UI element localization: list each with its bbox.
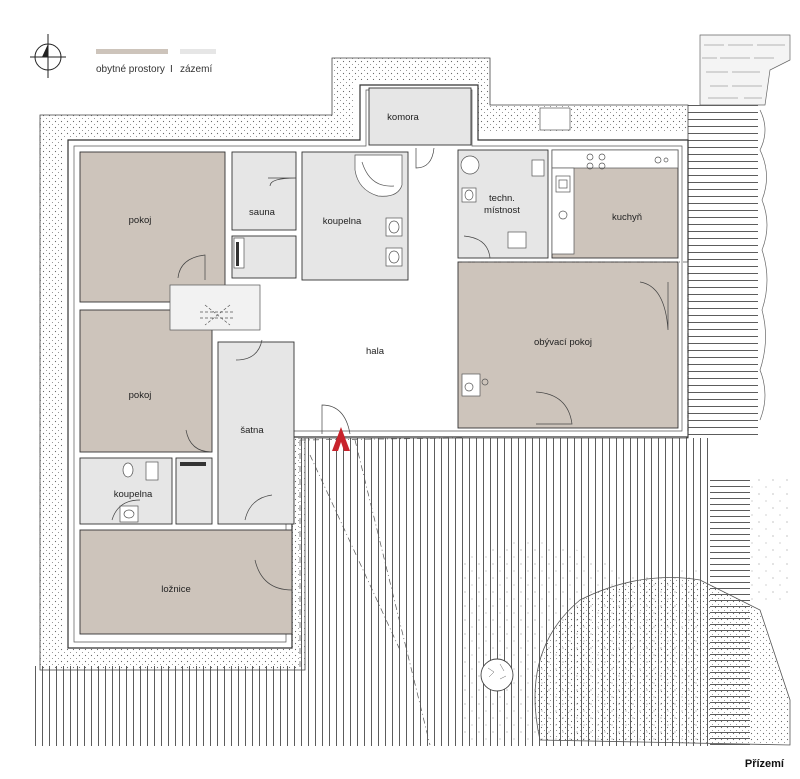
label-sauna: sauna	[249, 207, 276, 218]
label-hala: hala	[366, 346, 385, 357]
label-kuchyn: kuchyň	[612, 212, 642, 223]
label-techn-1: techn.	[489, 193, 515, 204]
pond	[534, 577, 791, 746]
label-pokoj-mid: pokoj	[129, 390, 152, 401]
label-koupelna-top: koupelna	[323, 216, 362, 227]
site	[32, 34, 791, 746]
garden-east	[750, 478, 790, 600]
label-satna: šatna	[240, 425, 264, 436]
label-pokoj-top: pokoj	[129, 215, 152, 226]
stone-wall	[699, 34, 791, 106]
room-obyvaci	[457, 261, 679, 429]
wc-bottom	[122, 462, 134, 478]
north-arrow-icon	[30, 34, 66, 78]
techn-wc	[531, 159, 545, 177]
room-labels: komora sauna koupelna techn. místnost ku…	[114, 112, 642, 595]
hala-skylight	[169, 284, 261, 331]
roof-outline	[39, 122, 689, 668]
outer-wall	[67, 84, 689, 649]
kitchen-counter	[551, 149, 679, 169]
legend-swatch-living	[96, 49, 168, 54]
label-koupelna-bottom: koupelna	[114, 489, 153, 500]
tree	[480, 658, 514, 692]
room-shower-bottom	[175, 457, 213, 525]
label-obyvaci: obývací pokoj	[534, 337, 592, 348]
path-east	[688, 105, 758, 440]
washbasin-1	[385, 217, 403, 237]
techn-boiler	[460, 155, 480, 175]
legend-living: obytné prostory	[96, 64, 165, 75]
entrance-arrow-icon	[332, 427, 350, 451]
legend-separator: I	[170, 64, 173, 75]
fixtures	[119, 107, 679, 523]
room-sauna	[231, 151, 297, 231]
room-pokoj-mid	[79, 309, 213, 453]
label-loznice: ložnice	[161, 584, 191, 595]
label-techn-2: místnost	[484, 205, 520, 216]
room-pokoj-top	[79, 151, 226, 303]
room-komora	[368, 87, 472, 146]
washbasin-2	[385, 247, 403, 267]
doors	[111, 147, 669, 591]
rooms	[79, 87, 679, 635]
room-loznice	[79, 529, 293, 635]
legend: obytné prostory I zázemí	[96, 49, 216, 75]
room-satna	[217, 341, 295, 525]
stove	[461, 373, 481, 397]
label-komora: komora	[387, 112, 419, 123]
legend-swatch-service	[180, 49, 216, 54]
terrace-west	[32, 666, 298, 746]
plan-title: Přízemí	[745, 758, 785, 770]
stone-edge	[759, 109, 768, 421]
legend-service: zázemí	[180, 64, 212, 75]
